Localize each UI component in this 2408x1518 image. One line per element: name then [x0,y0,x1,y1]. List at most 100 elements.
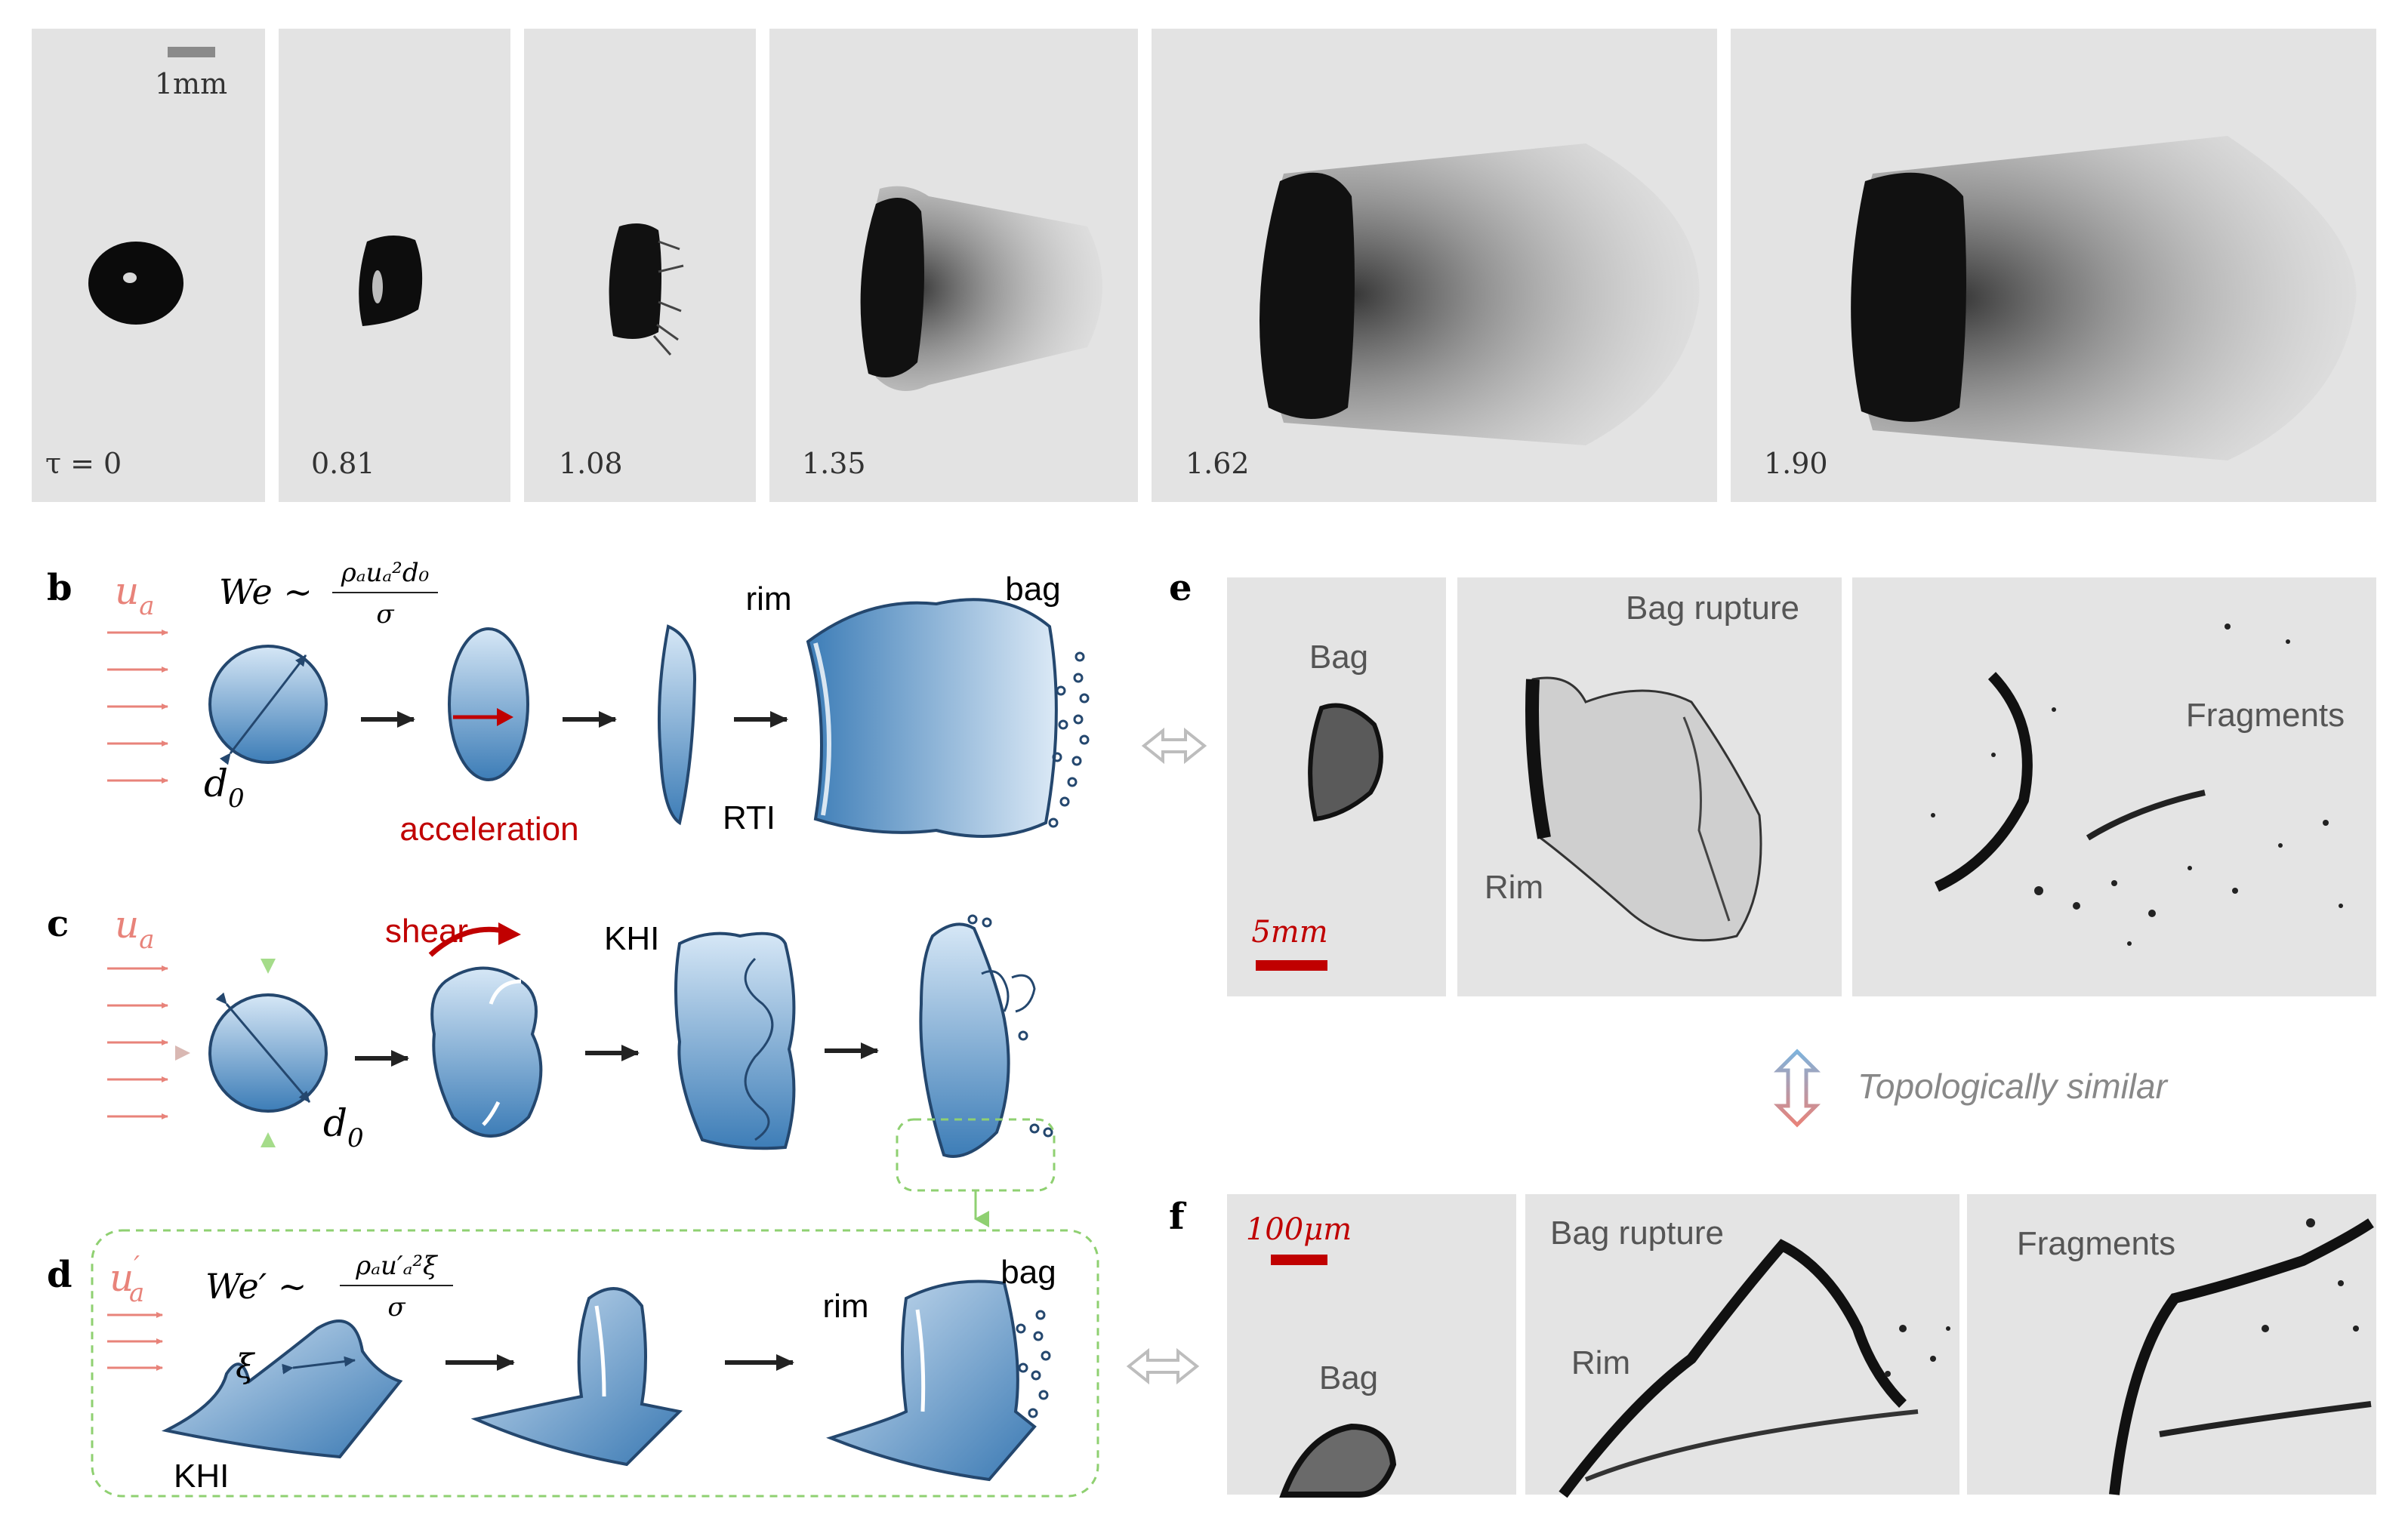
khi-wave-sheet [161,1319,403,1459]
panel-label-e: e [1169,567,1192,609]
droplet-core [1851,172,1966,422]
flow-arrows [107,630,168,784]
bag-label: Bag [1309,639,1368,676]
scale-bar [168,47,215,57]
spherical-droplet [208,645,328,765]
topological-similarity-indicator: Topologically similar [1773,1048,2169,1128]
droplet [88,242,183,325]
bag-label: bag [1005,571,1060,608]
acceleration-label: acceleration [399,811,578,848]
bag-droplet [806,598,1090,838]
panel-b: b ua We ∼ ρₐuₐ²d₀ σ d0 acceleration [47,558,1090,848]
flow-arrows [107,1312,163,1371]
khi-label: KHI [174,1458,229,1495]
weber-number-formula: We ∼ ρₐuₐ²d₀ σ [219,558,438,630]
panel-d: d u′a We′ ∼ ρₐu′ₐ²ξ σ ξ KHI rim [47,1229,1099,1498]
photo-fragments: Fragments [1852,577,2376,996]
spray-cloud [867,186,1102,391]
time-label: 1.35 [802,447,866,480]
bag-label: bag [1001,1254,1056,1291]
fragmenting-droplet [919,914,1053,1158]
scale-bar [1256,960,1327,971]
khi-wavy-droplet [674,931,796,1150]
time-label: 1.08 [559,447,623,480]
droplet-core [860,198,924,377]
photo-frame-4: 1.35 [769,29,1138,502]
scale-bar-label: 1mm [155,67,227,100]
diameter-label: d0 [323,1101,364,1153]
svg-text:σ: σ [387,1292,405,1322]
rti-label: RTI [723,799,775,836]
panel-label-b: b [47,567,72,609]
panel-label-c: c [47,903,69,945]
topologically-similar-label: Topologically similar [1858,1067,2169,1106]
fragments-label: Fragments [2186,697,2345,734]
bag-shape [1308,703,1383,822]
rim-ring [1525,679,1551,839]
rim-label: rim [745,580,791,617]
micro-bag-shape [1279,1423,1397,1498]
photo-bag-rupture: Bag rupture Rim [1457,577,1842,996]
compression-marker [261,959,276,974]
sheared-droplet [430,966,543,1138]
spray-cloud [1265,143,1700,445]
rim-fragment [1935,672,2033,892]
rim-label: Rim [1485,869,1543,906]
local-bag [826,1279,1051,1482]
droplet-core [1259,172,1355,419]
equivalence-arrow-df [1126,1347,1200,1385]
micro-photo-bag-rupture: Bag rupture Rim [1525,1194,1959,1498]
disk-droplet [657,624,697,826]
local-weber-formula: We′ ∼ ρₐu′ₐ²ξ σ [205,1251,453,1322]
flattened-droplet [609,223,661,339]
photo-frame-2: 0.81 [279,29,510,502]
scale-bar-label: 100μm [1246,1212,1352,1247]
deformed-droplet [359,235,423,326]
svg-text:We′ ∼: We′ ∼ [205,1266,307,1307]
spray-droplets [1931,624,2343,946]
bag-rupture-label: Bag rupture [1550,1215,1724,1252]
scale-bar [1271,1255,1327,1265]
rim-label: rim [822,1288,868,1325]
shear-label: shear [385,913,468,950]
photo-frame-3: 1.08 [524,29,756,502]
zoom-detail-box [91,1229,1099,1498]
khi-label: KHI [604,920,659,957]
wavelength-xi-label: ξ [236,1347,256,1386]
scale-bar-label: 5mm [1251,915,1327,950]
flow-arrows [107,965,168,1119]
panel-label-f: f [1169,1196,1187,1238]
time-label: 1.90 [1764,447,1828,480]
panel-e: e Bag 5mm Bag rupture Rim [1169,567,2376,996]
spray-cloud [1854,136,2357,460]
bidirectional-arrow [1773,1048,1821,1128]
local-flow-velocity-symbol: u′a [109,1251,144,1308]
photo-bag: Bag 5mm [1227,577,1446,996]
diameter-label: d0 [204,762,245,814]
flow-velocity-symbol: ua [115,903,154,955]
flow-velocity-symbol: ua [115,569,154,621]
fragment-ligament [2109,1218,2374,1495]
svg-text:ρₐuₐ²d₀: ρₐuₐ²d₀ [341,558,430,588]
micro-rim [1559,1239,1907,1498]
panel-a: a 1mm τ = 0 0.81 1.08 1 [32,29,2376,502]
photo-frame-1: 1mm τ = 0 [32,29,265,502]
bag-label: Bag [1319,1359,1378,1396]
panel-c: c ua d0 shear KHI [47,903,1056,1227]
time-label: τ = 0 [45,447,122,480]
bag-rupture-label: Bag rupture [1626,590,1799,627]
panel-f: f Bag 100μm Bag rupture Rim Fragments [1169,1194,2376,1498]
spherical-droplet [175,959,328,1147]
photo-frame-5: 1.62 [1152,29,1717,502]
equivalence-arrow-be [1141,727,1207,765]
compression-marker [261,1132,276,1147]
time-label: 1.62 [1186,447,1250,480]
svg-text:ρₐu′ₐ²ξ: ρₐu′ₐ²ξ [355,1251,439,1281]
time-label: 0.81 [311,447,375,480]
micro-photo-bag: Bag 100μm [1227,1194,1516,1498]
panel-label-d: d [47,1254,72,1296]
elongated-droplet [448,627,529,781]
rim-label: Rim [1571,1344,1630,1381]
ligament-sheet [470,1287,683,1467]
